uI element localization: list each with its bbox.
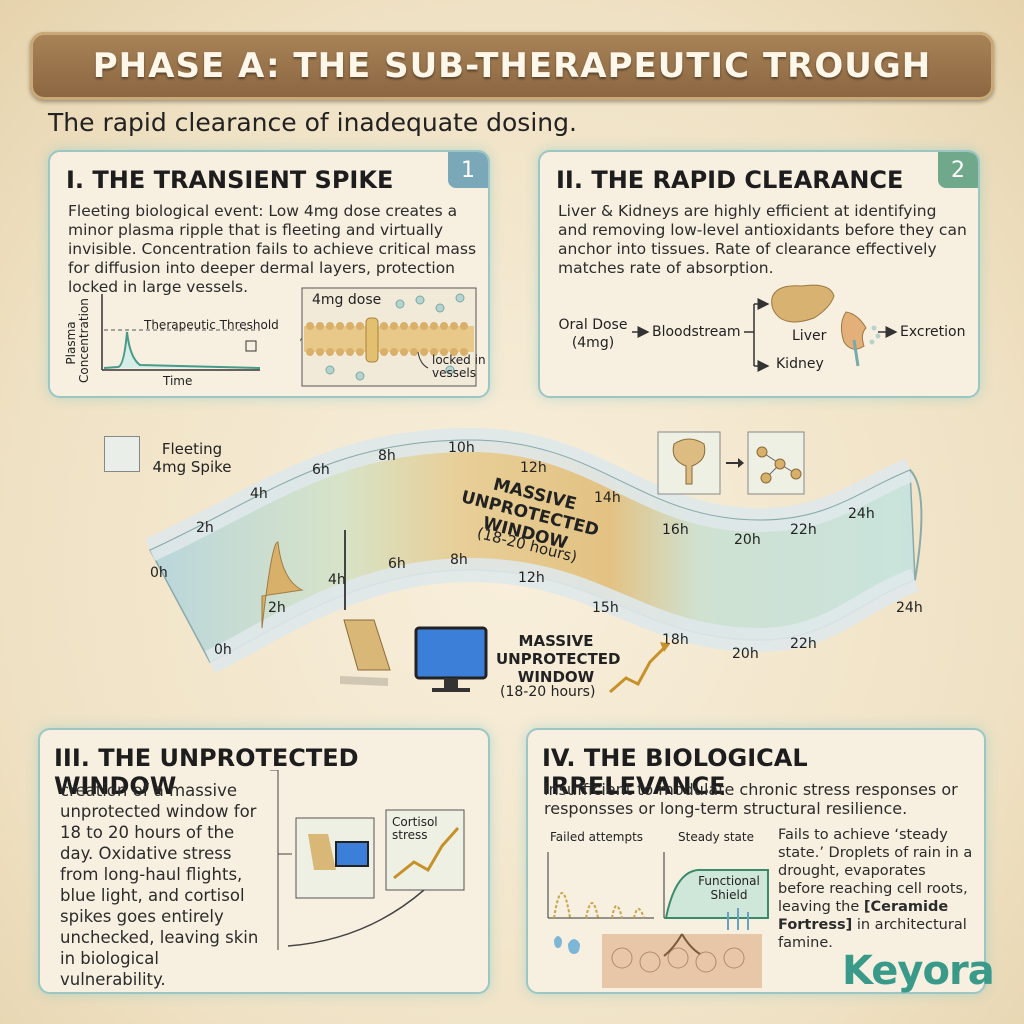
panel-title: I. THE TRANSIENT SPIKE — [66, 166, 394, 194]
flow-bloodstream: Bloodstream — [652, 324, 741, 340]
window-hours-secondary: (18-20 hours) — [500, 684, 596, 700]
timeline-bottom-tick-label: 0h — [214, 642, 232, 658]
timeline-bottom-tick-label: 2h — [268, 600, 286, 616]
timeline-top-tick-label: 22h — [790, 522, 817, 538]
steady-state-graphs — [547, 852, 769, 988]
functional-shield-label: Functional Shield — [698, 874, 760, 902]
timeline-top-tick-label: 14h — [594, 490, 621, 506]
brand-logo: Keyora — [842, 948, 995, 994]
timeline-bottom-tick-label: 24h — [896, 600, 923, 616]
side-text-2: in architectural famine. — [778, 917, 967, 951]
panel-text: insufficient to modulate chronic stress … — [544, 780, 958, 818]
zoom-membrane-illustration — [300, 287, 477, 387]
window-label-secondary: MASSIVE UNPROTECTED WINDOW — [496, 632, 621, 686]
flow-kidney: Kidney — [776, 356, 824, 372]
panel-number-badge: 1 — [448, 152, 488, 188]
timeline-top-tick-label: 10h — [448, 440, 475, 456]
timeline-top-tick-label: 20h — [734, 532, 761, 548]
panel-text: creation of a massive unprotected window… — [60, 781, 259, 989]
panel-side-text: Fails to achieve ‘steady state.’ Droplet… — [778, 826, 974, 952]
clearance-process-icons — [657, 431, 805, 495]
timeline-bottom-tick-label: 12h — [518, 570, 545, 586]
timeline-top-tick-label: 24h — [848, 506, 875, 522]
side-text-1: Fails to achieve ‘steady state.’ Droplet… — [778, 827, 973, 915]
page-subtitle: The rapid clearance of inadequate dosing… — [48, 108, 577, 137]
page-title: PHASE A: THE SUB-THERAPEUTIC TROUGH — [92, 46, 932, 86]
timeline-bottom-tick-label: 4h — [328, 572, 346, 588]
timeline-bottom-tick-label: 6h — [388, 556, 406, 572]
timeline-top-tick-label: 12h — [520, 460, 547, 476]
panel-unprotected-window: III. THE UNPROTECTED WINDOW creation of … — [38, 728, 490, 994]
timeline-top-tick-label: 4h — [250, 486, 268, 502]
timeline-top-tick-label: 8h — [378, 448, 396, 464]
flow-excretion: Excretion — [900, 324, 966, 340]
travel-screen-icons — [340, 619, 670, 694]
spike-icon-box — [104, 436, 140, 472]
plasma-graph — [101, 294, 261, 371]
timeline-top-tick-label: 0h — [150, 565, 168, 581]
graph-ylabel: Plasma Concentration — [64, 298, 91, 383]
timeline-bottom-tick-label: 20h — [732, 646, 759, 662]
spike-label: Fleeting 4mg Spike — [152, 440, 232, 476]
panel-biological-irrelevance: IV. THE BIOLOGICAL IRRELEVANCE insuffici… — [526, 728, 986, 994]
zoom-dose-label: 4mg dose — [312, 292, 382, 308]
unprotected-icons — [270, 770, 465, 950]
graph-xlabel: Time — [163, 374, 193, 388]
timeline-top-tick-label: 2h — [196, 520, 214, 536]
zoom-locked-label: locked in vessels — [432, 353, 486, 380]
panel-title: III. THE UNPROTECTED WINDOW — [54, 744, 359, 800]
timeline-bottom-tick-label: 22h — [790, 636, 817, 652]
panel-number-badge: 2 — [938, 152, 978, 188]
title-banner: PHASE A: THE SUB-THERAPEUTIC TROUGH — [30, 32, 994, 100]
panel-transient-spike: I. THE TRANSIENT SPIKE 1 Fleeting biolog… — [48, 150, 490, 398]
graph-threshold-label: Therapeutic Threshold — [144, 318, 279, 332]
flow-liver: Liver — [792, 328, 827, 344]
panel-text: Fleeting biological event: Low 4mg dose … — [68, 202, 477, 296]
timeline-bottom-tick-label: 15h — [592, 600, 619, 616]
timeline-bottom-tick-label: 8h — [450, 552, 468, 568]
panel-text: Liver & Kidneys are highly efficient at … — [558, 202, 967, 277]
flow-oral-dose: Oral Dose (4mg) — [558, 317, 628, 351]
panel-title: II. THE RAPID CLEARANCE — [556, 166, 904, 194]
timeline-top-tick-label: 6h — [312, 462, 330, 478]
failed-attempts-label: Failed attempts — [550, 830, 644, 844]
timeline-ribbon — [145, 427, 923, 673]
steady-state-label: Steady state — [678, 830, 754, 844]
ceramide-fortress-term: [Ceramide Fortress] — [778, 899, 949, 933]
panel-rapid-clearance: II. THE RAPID CLEARANCE 2 Liver & Kidney… — [538, 150, 980, 398]
timeline-top-tick-label: 16h — [662, 522, 689, 538]
panel-title: IV. THE BIOLOGICAL IRRELEVANCE — [542, 744, 808, 800]
cortisol-label: Cortisol stress — [392, 815, 438, 842]
